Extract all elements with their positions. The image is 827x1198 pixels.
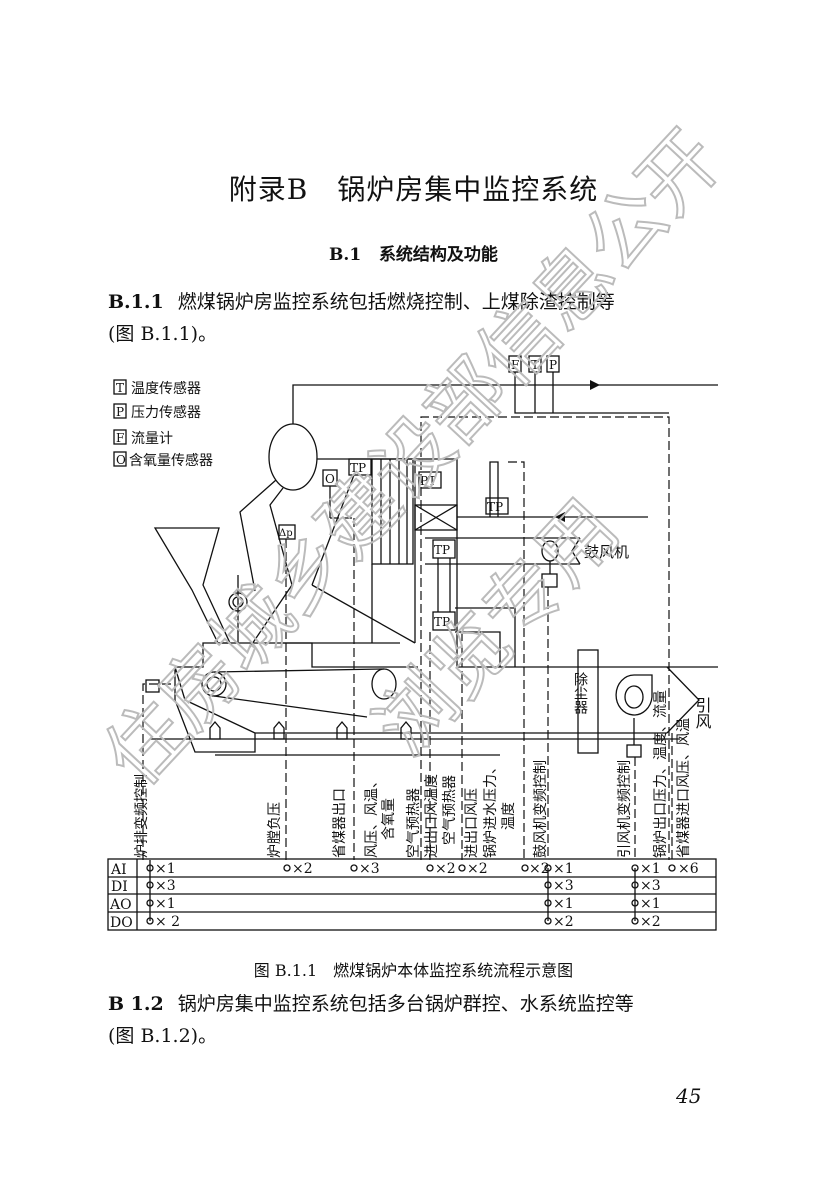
tag-tp: TP bbox=[487, 500, 503, 514]
legend-symbol: F bbox=[116, 431, 124, 445]
dust-collector bbox=[577, 649, 599, 754]
appendix-title: 附录B 锅炉房集中监控系统 bbox=[228, 173, 599, 206]
signal-label: 进出口风压 bbox=[464, 788, 480, 858]
tag-tp: TP bbox=[434, 543, 450, 557]
tag-p: P bbox=[549, 358, 557, 372]
tag-tp: TP bbox=[434, 615, 450, 629]
figure-caption: 图 B.1.1 燃煤锅炉本体监控系统流程示意图 bbox=[253, 961, 574, 980]
io-count: ×2 bbox=[553, 914, 574, 930]
io-count: ×3 bbox=[553, 878, 574, 894]
io-count: ×2 bbox=[640, 914, 661, 930]
io-count: ×3 bbox=[640, 878, 661, 894]
blower-label: 鼓风机 bbox=[584, 543, 629, 561]
section-title: 系统结构及功能 bbox=[378, 245, 498, 265]
tag-t: T bbox=[531, 358, 539, 372]
legend-box-f bbox=[113, 429, 127, 445]
induced-fan-icon bbox=[615, 674, 653, 716]
io-count: ×3 bbox=[359, 861, 380, 877]
signal-label: 锅炉进水压力、 bbox=[483, 760, 499, 858]
signal-label: 炉排变频控制 bbox=[134, 774, 150, 858]
legend-box-o bbox=[113, 451, 127, 467]
io-count: ×1 bbox=[155, 861, 176, 877]
tag-dp: Δp bbox=[279, 528, 293, 539]
tag-tp: TP bbox=[350, 461, 366, 475]
paragraph-text: 锅炉房集中监控系统包括多台锅炉群控、水系统监控等 bbox=[177, 993, 634, 1015]
steam-outlet-line bbox=[292, 384, 718, 424]
paragraph-b12: B 1.2 锅炉房集中监控系统包括多台锅炉群控、水系统监控等 (图 B.1.2)。 bbox=[108, 988, 720, 1052]
legend-label: 温度传感器 bbox=[131, 380, 201, 397]
legend-symbol: T bbox=[116, 381, 124, 395]
tag-o: O bbox=[325, 472, 335, 486]
legend-label: 压力传感器 bbox=[131, 404, 201, 421]
signal-line bbox=[420, 416, 670, 860]
io-count: ×2 bbox=[435, 861, 456, 877]
page-number: 45 bbox=[676, 1084, 702, 1108]
signal-labels: 炉排变频控制 炉膛负压 省煤器出口 风压、风温、 含氧量 空气预热器 进出口风温… bbox=[134, 690, 692, 858]
io-count: ×1 bbox=[553, 861, 574, 877]
signal-label: 含氧量 bbox=[381, 798, 397, 840]
chain-grate bbox=[174, 666, 256, 753]
tag-f: F bbox=[511, 358, 519, 372]
signal-label: 省煤器进口风压、风温 bbox=[676, 718, 692, 858]
signal-label: 炉膛负压 bbox=[267, 802, 283, 858]
signal-label: 锅炉出口压力、温度、流量 bbox=[653, 690, 669, 858]
paragraph-text: 燃煤锅炉房监控系统包括燃烧控制、上煤除渣控制等 bbox=[177, 291, 615, 313]
io-count: ×6 bbox=[678, 861, 699, 877]
io-count: ×1 bbox=[640, 896, 661, 912]
io-count: ×2 bbox=[529, 861, 550, 877]
signal-label: 风压、风温、 bbox=[364, 774, 380, 858]
legend-box-p bbox=[113, 403, 127, 419]
io-count: ×1 bbox=[640, 861, 661, 877]
io-count: ×2 bbox=[292, 861, 313, 877]
signal-label: 空气预热器 bbox=[442, 775, 458, 845]
legend-symbol: O bbox=[116, 453, 126, 467]
arrow-left-icon bbox=[555, 512, 565, 522]
arrow-right-icon bbox=[590, 380, 600, 390]
row-type: DO bbox=[110, 915, 133, 931]
io-count: × 2 bbox=[155, 914, 180, 930]
economizer bbox=[371, 458, 414, 565]
legend-label: 含氧量传感器 bbox=[129, 452, 213, 469]
paragraph-b111: B.1.1 燃煤锅炉房监控系统包括燃烧控制、上煤除渣控制等 (图 B.1.1)。 bbox=[108, 286, 720, 350]
signal-label: 鼓风机变频控制 bbox=[533, 760, 549, 858]
legend-box-t bbox=[113, 379, 127, 395]
induced-draft-label: 引风 bbox=[693, 697, 712, 729]
signal-label: 省煤器出口 bbox=[332, 788, 348, 858]
signal-label: 空气预热器 bbox=[406, 788, 422, 858]
legend-label: 流量计 bbox=[131, 431, 173, 447]
clause-number: B 1.2 bbox=[108, 993, 164, 1015]
signal-label: 温度 bbox=[501, 802, 517, 830]
signal-label: 引风机变频控制 bbox=[617, 760, 633, 858]
section-heading: B.1 系统结构及功能 bbox=[0, 240, 827, 265]
feeder-roller bbox=[228, 592, 248, 612]
io-count: ×1 bbox=[553, 896, 574, 912]
io-count: ×2 bbox=[467, 861, 488, 877]
legend: T 温度传感器 P 压力传感器 F 流量计 O 含氧量传感器 bbox=[113, 379, 213, 469]
tag-pt: PT bbox=[420, 474, 436, 488]
io-table: AI DI AO DO ×1 ×2 ×3 ×2 ×2 ×2 ×1 ×1 ×6 ×… bbox=[107, 858, 717, 931]
steam-drum bbox=[268, 423, 318, 491]
legend-symbol: P bbox=[116, 405, 124, 419]
row-type: DI bbox=[111, 879, 128, 895]
dust-collector-label: 除尘器 bbox=[572, 672, 588, 714]
io-count: ×1 bbox=[155, 896, 176, 912]
row-type: AI bbox=[110, 862, 127, 878]
row-type: AO bbox=[109, 897, 132, 913]
paragraph-text-cont: (图 B.1.1)。 bbox=[108, 323, 218, 345]
section-number: B.1 bbox=[329, 245, 362, 265]
io-count: ×3 bbox=[155, 878, 176, 894]
signal-label: 进出口风温度 bbox=[424, 774, 440, 858]
air-ducts bbox=[209, 720, 412, 740]
clause-number: B.1.1 bbox=[108, 291, 164, 313]
paragraph-text-cont: (图 B.1.2)。 bbox=[108, 1025, 218, 1047]
